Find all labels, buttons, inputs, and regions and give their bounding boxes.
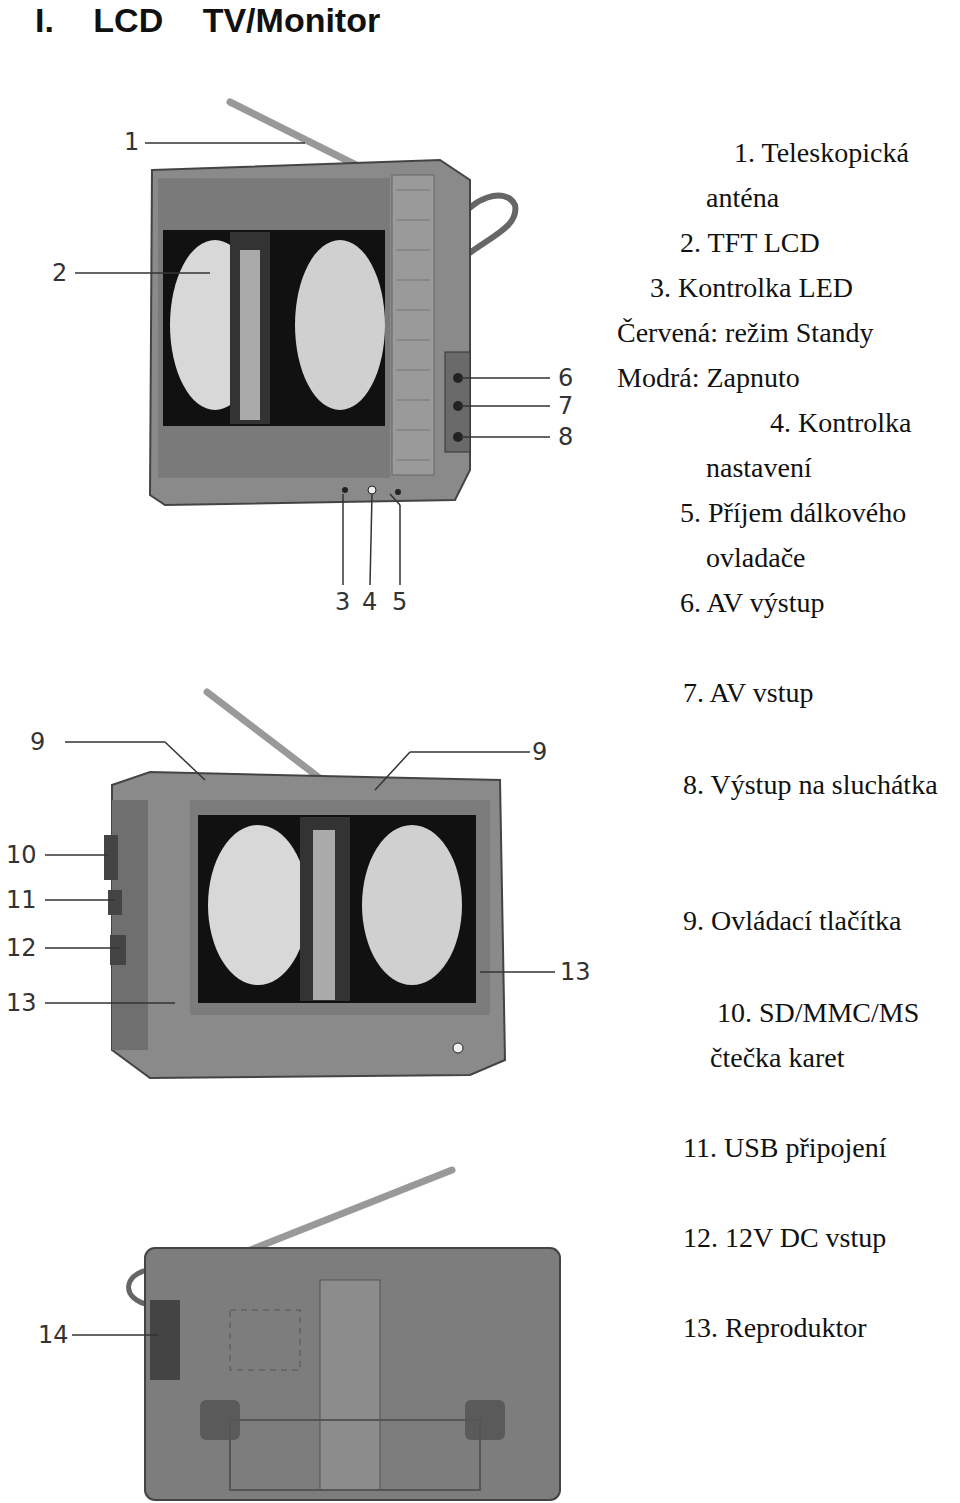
legend-item: 5. Příjem dálkového ovladače [706,490,958,580]
callout-number: 7 [556,392,575,420]
legend-item: 4. Kontrolka nastavení [706,400,958,490]
leader-lines-front [75,143,550,585]
callout-number: 3 [333,588,352,616]
callout-number: 10 [4,841,39,869]
legend-item: Červená: režim Standy [617,310,957,355]
legend-item: 8. Výstup na sluchátka [712,762,944,807]
callout-number: 13 [558,958,593,986]
legend-item: 9. Ovládací tlačítka [683,898,958,943]
callout-number: 5 [390,588,409,616]
callout-number: 2 [50,259,69,287]
legend-item: Modrá: Zapnuto [617,355,957,400]
callout-number: 13 [4,989,39,1017]
legend-item: 3. Kontrolka LED [650,265,950,310]
callout-number: 12 [4,934,39,962]
tv-back-view [129,1170,560,1500]
legend-item: 6. AV výstup [680,580,950,625]
legend-item: 2. TFT LCD [680,220,950,265]
legend-item: 1. Teleskopická anténa [706,130,958,220]
callout-number: 14 [36,1321,71,1349]
callout-number: 9 [530,738,549,766]
callout-number: 9 [28,728,47,756]
legend-item: 10. SD/MMC/MS čtečka karet [710,990,958,1080]
callout-number: 11 [4,886,39,914]
legend-item: 11. USB připojení [683,1125,958,1170]
callout-number: 4 [360,588,379,616]
leader-lines-back [72,1334,158,1336]
legend-item: 12. 12V DC vstup [683,1215,958,1260]
tv-side-view [104,692,505,1078]
callout-number: 6 [556,364,575,392]
callout-number: 1 [122,128,141,156]
callout-number: 8 [556,423,575,451]
page-title: I. LCD TV/Monitor [35,0,380,40]
tv-front-view [150,102,515,505]
leader-lines-side [45,742,555,1003]
legend-item: 7. AV vstup [683,670,953,715]
legend-item: 13. Reproduktor [683,1305,958,1350]
